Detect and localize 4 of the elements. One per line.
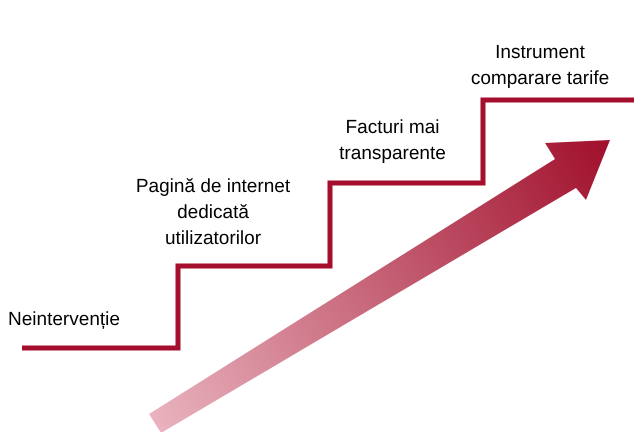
step-label: Pagină de internet dedicată utilizatorilor [134,175,292,251]
step-label: Facturi mai transparente [338,116,447,166]
step-label: Instrument comparare tarife [470,41,610,91]
step-label: Neintervenție [8,308,121,332]
